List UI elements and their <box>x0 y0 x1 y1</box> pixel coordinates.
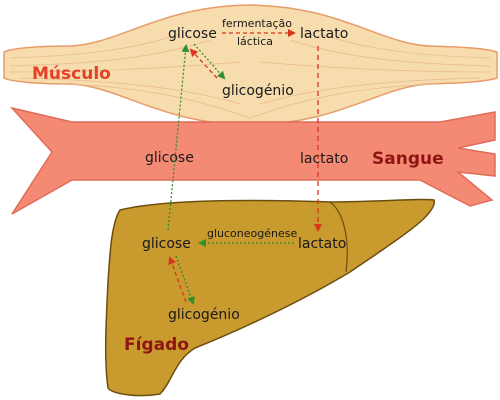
fermentation-label-line2: láctica <box>237 35 273 48</box>
muscle-region-label: Músculo <box>32 64 111 84</box>
muscle-glycogen-label: glicogénio <box>222 83 294 99</box>
blood-region-label: Sangue <box>372 149 444 169</box>
liver-region-label: Fígado <box>124 335 189 355</box>
muscle-glucose-label: glicose <box>168 26 217 42</box>
liver-lactate-label: lactato <box>298 236 346 252</box>
muscle-lactate-label: lactato <box>300 26 348 42</box>
liver-glycogen-label: glicogénio <box>168 307 240 323</box>
glucose-transport-arrow <box>167 44 190 231</box>
liver-glycogenesis-arrow <box>175 255 195 305</box>
gluconeogenesis-label: gluconeogénese <box>207 227 297 240</box>
liver-glucose-label: glicose <box>142 236 191 252</box>
muscle-glycogenolysis-arrow <box>189 48 218 79</box>
blood-glucose-label: glicose <box>145 150 194 166</box>
muscle-shape <box>3 4 498 126</box>
fermentation-label-line1: fermentação <box>222 17 292 30</box>
blood-vessel-shape <box>9 106 496 215</box>
blood-lactate-label: lactato <box>300 151 348 167</box>
muscle-glycogenesis-arrow <box>193 43 226 80</box>
liver-glycogenolysis-arrow <box>168 256 187 303</box>
liver-shape <box>104 198 435 397</box>
